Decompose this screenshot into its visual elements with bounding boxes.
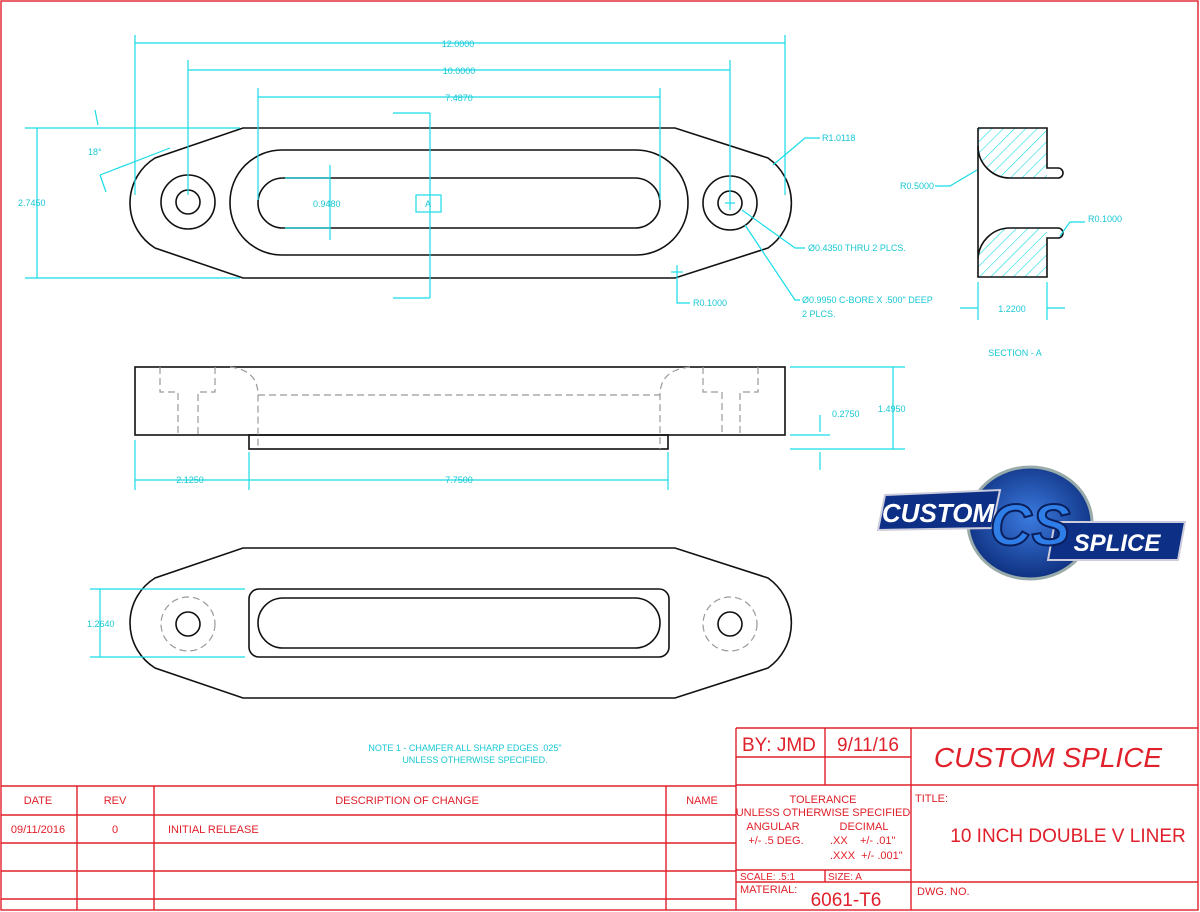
header-date: DATE	[24, 795, 53, 807]
decimal-label: DECIMAL	[840, 821, 889, 833]
dim-slot-width: 0.9480	[313, 199, 341, 209]
scale: SCALE: .5:1	[740, 872, 795, 883]
company-logo: CUSTOM SPLICE CS	[876, 465, 1187, 581]
angular-label: ANGULAR	[746, 821, 799, 833]
top-view: 12.0000 10.0000 7.4870 18° 2.7450 0.9480…	[18, 35, 933, 319]
company-name: CUSTOM SPLICE	[934, 742, 1163, 773]
dim-overall-length: 12.0000	[442, 39, 475, 49]
decimal-xxx: .XXX +/- .001"	[830, 850, 903, 862]
dim-hole-spacing: 10.0000	[443, 66, 476, 76]
svg-text:SPLICE: SPLICE	[1074, 530, 1162, 557]
dim-side-step: 0.2750	[832, 409, 860, 419]
svg-text:CUSTOM: CUSTOM	[882, 498, 996, 528]
size: SIZE: A	[828, 872, 862, 883]
slot-outer	[229, 149, 689, 256]
row-rev: 0	[112, 824, 118, 836]
dim-overall-height: 2.7450	[18, 198, 46, 208]
note-line-1: NOTE 1 - CHAMFER ALL SHARP EDGES .025"	[368, 743, 561, 753]
dim-cbore-note-2: 2 PLCS.	[802, 309, 836, 319]
header-rev: REV	[104, 795, 127, 807]
dim-section-radius-2: R0.1000	[1088, 214, 1122, 224]
dim-side-length: 7.7500	[445, 475, 473, 485]
dim-cbore-note: Ø0.9950 C-BORE X .500" DEEP	[802, 295, 933, 305]
row-description: INITIAL RELEASE	[168, 824, 259, 836]
dim-chamfer-angle: 18°	[88, 147, 102, 157]
header-description: DESCRIPTION OF CHANGE	[335, 795, 479, 807]
dim-bottom-height: 1.2640	[87, 619, 115, 629]
svg-text:CS: CS	[990, 493, 1071, 558]
section-a-view: R0.5000 R0.1000 1.2200 SECTION - A	[900, 127, 1122, 358]
title-block: BY: JMD 9/11/16 CUSTOM SPLICE TOLERANCE …	[735, 727, 1198, 911]
header-name: NAME	[686, 795, 718, 807]
dim-side-offset: 2.1250	[176, 475, 204, 485]
section-marker: A	[425, 199, 431, 209]
material-label: MATERIAL:	[740, 884, 797, 896]
section-label: SECTION - A	[988, 348, 1042, 358]
drawn-by: BY: JMD	[742, 735, 816, 756]
note-line-2: UNLESS OTHERWISE SPECIFIED.	[402, 755, 547, 765]
dim-slot-length: 7.4870	[445, 93, 473, 103]
angular-value: +/- .5 DEG.	[748, 835, 803, 847]
dim-section-width: 1.2200	[998, 304, 1026, 314]
material-value: 6061-T6	[811, 890, 882, 911]
dim-end-radius: R1.0118	[822, 133, 855, 143]
slot-inner	[257, 177, 661, 229]
tolerance-sub: UNLESS OTHERWISE SPECIFIED	[736, 807, 911, 819]
title-label: TITLE:	[915, 793, 948, 805]
dim-section-radius-1: R0.5000	[900, 181, 934, 191]
dwg-no-label: DWG. NO.	[917, 886, 970, 898]
drawing-title: 10 INCH DOUBLE V LINER	[950, 826, 1185, 847]
bottom-view: 1.2640	[87, 547, 793, 699]
dim-hole-note: Ø0.4350 THRU 2 PLCS.	[808, 243, 906, 253]
tolerance-title: TOLERANCE	[789, 794, 856, 806]
revision-table: DATE REV DESCRIPTION OF CHANGE NAME 09/1…	[1, 785, 736, 910]
decimal-xx: .XX +/- .01"	[830, 835, 895, 847]
drawn-date: 9/11/16	[837, 735, 899, 756]
row-date: 09/11/2016	[11, 824, 65, 836]
dim-side-height: 1.4950	[878, 404, 906, 414]
side-view: 2.1250 7.7500 1.4950 0.2750	[134, 366, 906, 490]
dim-corner-radius: R0.1000	[693, 298, 727, 308]
